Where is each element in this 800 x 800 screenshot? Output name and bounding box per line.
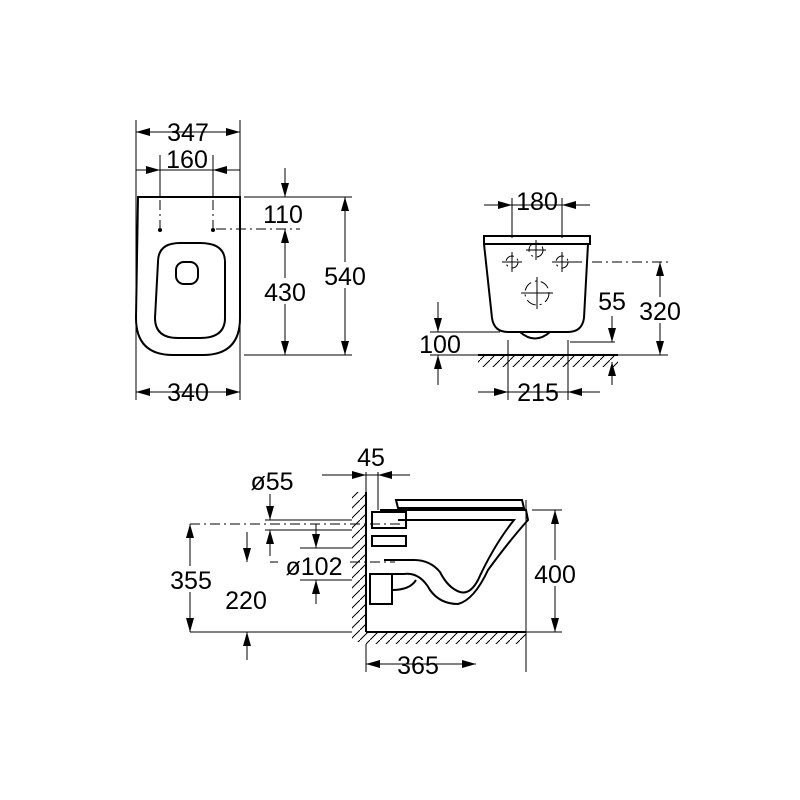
dim-347: 347	[167, 119, 209, 147]
dim-540: 540	[324, 263, 366, 291]
top-view-inner-detail	[175, 261, 199, 285]
top-view-seat-opening	[153, 242, 226, 339]
dim-100: 100	[419, 331, 461, 359]
dim-365: 365	[397, 652, 439, 680]
dim-215: 215	[517, 379, 559, 407]
top-view: 347 160 340 110 430 540	[134, 119, 374, 407]
front-view-outlet	[519, 331, 551, 340]
dim-160: 160	[166, 146, 208, 174]
top-view-bowl-outline	[134, 196, 241, 356]
front-view-seat	[483, 235, 591, 245]
dim-220: 220	[225, 587, 267, 615]
dim-320: 320	[639, 298, 681, 326]
dim-355: 355	[170, 567, 212, 595]
dim-45: 45	[357, 444, 385, 472]
dim-110: 110	[263, 201, 303, 229]
front-view-fixing-marks	[502, 240, 572, 309]
side-view-bowl	[380, 509, 530, 606]
dim-400: 400	[534, 561, 576, 589]
dim-340: 340	[167, 379, 209, 407]
dim-180: 180	[516, 188, 558, 216]
dim-o55: ø55	[250, 468, 293, 496]
dim-o102: ø102	[286, 553, 343, 581]
front-view-body	[482, 243, 590, 333]
dim-430: 430	[264, 279, 306, 307]
side-view: 45 ø55 ø102 355 220 400	[160, 444, 585, 680]
side-view-seat	[394, 499, 526, 509]
front-view: 180 55 320 100 215	[419, 188, 690, 407]
dim-55: 55	[598, 288, 626, 316]
